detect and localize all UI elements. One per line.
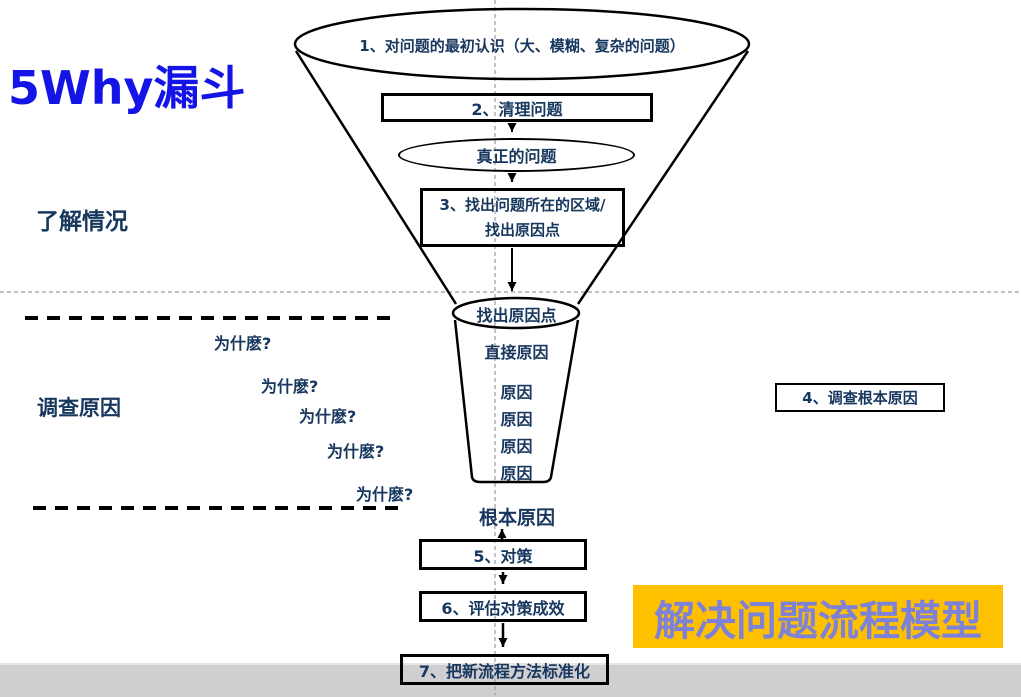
- cause-label-4: 原因: [500, 464, 533, 483]
- direct-cause-label: 直接原因: [484, 343, 549, 362]
- stage2-box: 2、清理问题: [381, 93, 653, 122]
- real-problem-ellipse: 真正的问题: [398, 138, 635, 172]
- why-label-1: 为什麽?: [214, 334, 272, 353]
- stage6-label: 6、评估对策成效: [441, 598, 565, 618]
- real-problem-label: 真正的问题: [476, 147, 557, 166]
- phase-label-investigate: 调查原因: [37, 396, 121, 420]
- why-label-5: 为什麽?: [356, 485, 414, 504]
- stage5-box: 5、对策: [419, 539, 587, 570]
- funnel-left-side: [294, 50, 458, 305]
- cup-top-ellipse: [451, 296, 581, 330]
- why-label-4: 为什麽?: [327, 442, 385, 461]
- banner-label: 解决问题流程模型: [654, 596, 982, 645]
- why-label-3: 为什麽?: [299, 407, 357, 426]
- stage4-label: 4、调查根本原因: [802, 389, 918, 407]
- stage2-label: 2、清理问题: [471, 99, 563, 119]
- stage3-label-line1: 3、找出问题所在的区域/: [439, 195, 606, 214]
- funnel-top-ellipse: [293, 7, 751, 81]
- stage3-label-line2: 找出原因点: [484, 220, 560, 239]
- stage7-label: 7、把新流程方法标准化: [418, 661, 591, 681]
- cause-label-3: 原因: [500, 437, 533, 456]
- stage3-box: 3、找出问题所在的区域/ 找出原因点: [420, 188, 625, 247]
- funnel-right-side: [576, 50, 750, 305]
- cause-label-2: 原因: [500, 410, 533, 429]
- phase-label-understand: 了解情况: [36, 209, 128, 235]
- root-cause-label: 根本原因: [478, 507, 555, 529]
- why-label-2: 为什麽?: [261, 377, 319, 396]
- stage6-box: 6、评估对策成效: [419, 591, 587, 622]
- stage7-box: 7、把新流程方法标准化: [400, 654, 609, 685]
- stage1-label: 1、对问题的最初认识（大、模糊、复杂的问题）: [359, 37, 685, 55]
- bottom-gray-band: [0, 663, 1021, 697]
- cause-point-label: 找出原因点: [476, 305, 557, 325]
- slide-title: 5Why漏斗: [8, 61, 246, 115]
- banner: 解决问题流程模型: [633, 585, 1003, 648]
- cup-outline: [453, 319, 580, 484]
- stage5-label: 5、对策: [473, 546, 533, 566]
- cause-label-1: 原因: [500, 383, 533, 402]
- stage4-box: 4、调查根本原因: [775, 383, 945, 412]
